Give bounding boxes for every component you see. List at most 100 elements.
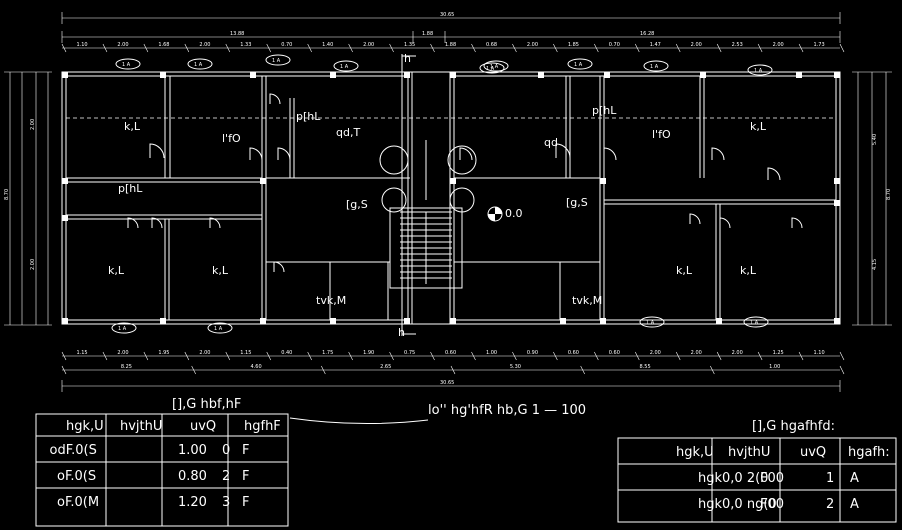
room-ifo-right: l'fO xyxy=(652,128,671,141)
room-phl-left: p[hL xyxy=(118,182,143,195)
column-13 xyxy=(260,318,266,324)
column-23 xyxy=(450,178,456,184)
top-dim-seg-4: 1.33 xyxy=(240,42,251,48)
column-22 xyxy=(260,178,266,184)
window-tag-9 xyxy=(207,322,233,334)
window-tag-label-4: 1 A xyxy=(486,66,495,72)
right-dim-a: 5.40 xyxy=(872,134,878,145)
room-kl-bottom-left2: k,L xyxy=(212,264,229,277)
bottom-dim-seg-3: 2.00 xyxy=(199,350,210,356)
bottom-dim-seg-18: 1.10 xyxy=(814,350,825,356)
doors-row-2-cell-3: F xyxy=(242,495,249,510)
bottom-dim-seg-16: 2.00 xyxy=(732,350,743,356)
column-5 xyxy=(450,72,456,78)
top-dim-seg-11: 2.00 xyxy=(527,42,538,48)
column-12 xyxy=(160,318,166,324)
room-kl-top-right: k,L xyxy=(750,120,767,133)
column-20 xyxy=(834,318,840,324)
window-tag-3 xyxy=(333,60,359,72)
doors-col-width: hvjthU xyxy=(120,419,162,434)
bottom-dim-seg-14: 2.00 xyxy=(650,350,661,356)
door-12 xyxy=(791,217,803,229)
room-tvk-left: tvk,M xyxy=(316,294,346,307)
window-tag-label-7: 1 A xyxy=(754,68,763,74)
left-dim-a: 2.00 xyxy=(30,119,36,130)
windows-row-0-cell-3: A xyxy=(850,471,859,486)
bottom-dim-seg-0: 1.15 xyxy=(76,350,87,356)
windows-row-1-cell-3: A xyxy=(850,497,859,512)
column-26 xyxy=(62,215,68,221)
window-tag-label-2: 1 A xyxy=(272,58,281,64)
top-dim-seg-1: 2.00 xyxy=(117,42,128,48)
column-18 xyxy=(600,318,606,324)
column-11 xyxy=(62,318,68,324)
structural-columns xyxy=(62,72,840,324)
bottom-dim-group-0: 8.25 xyxy=(121,364,132,370)
top-dim-seg-9: 1.88 xyxy=(445,42,456,48)
window-tag-2 xyxy=(265,54,291,66)
window-tag-label-12: 1 A xyxy=(490,64,499,70)
top-dim-1: 13.88 xyxy=(230,31,244,37)
room-ifo-left: l'fO xyxy=(222,132,241,145)
window-tag-label-3: 1 A xyxy=(340,64,349,70)
windows-col-count: uvQ xyxy=(800,445,826,460)
overall-dimension-top: 30.65 xyxy=(440,12,454,18)
windows-col-type: hgk,U xyxy=(676,445,714,460)
room-gs-left: [g,S xyxy=(346,198,368,211)
column-4 xyxy=(404,72,410,78)
drawing-title: lo'' hg'hfR hb,G 1 — 100 xyxy=(289,403,586,425)
door-3 xyxy=(127,217,139,229)
door-6 xyxy=(273,261,285,273)
room-phl-top-mid: p[hL xyxy=(296,110,321,123)
window-tag-label-1: 1 A xyxy=(194,62,203,68)
top-dim-seg-17: 2.00 xyxy=(773,42,784,48)
top-dim-seg-14: 1.47 xyxy=(650,42,661,48)
top-dim-seg-13: 0.70 xyxy=(609,42,620,48)
doors-row-0-cell-0: odF.0(S xyxy=(50,443,97,458)
column-0 xyxy=(62,72,68,78)
doors-row-1-cell-1: 0.80 xyxy=(178,469,207,484)
column-21 xyxy=(62,178,68,184)
bottom-dim-group-2: 2.65 xyxy=(380,364,391,370)
doors-row-1-cell-3: F xyxy=(242,469,249,484)
door-8 xyxy=(555,143,571,159)
top-dim-seg-12: 1.85 xyxy=(568,42,579,48)
window-tag-label-6: 1 A xyxy=(650,64,659,70)
top-dim-seg-15: 2.00 xyxy=(691,42,702,48)
overall-dimension-bottom: 30.65 xyxy=(440,380,454,386)
doors-row-0-cell-3: F xyxy=(242,443,249,458)
doors-schedule: [],G hbf,hF hgk,U hvjthU uvQ hgfhF odF.0… xyxy=(35,397,289,527)
window-tag-8 xyxy=(111,322,137,334)
windows-row-0-cell-2: 1 xyxy=(826,471,834,486)
top-dim-seg-5: 0.70 xyxy=(281,42,292,48)
bottom-dim-seg-1: 2.00 xyxy=(117,350,128,356)
bottom-dim-seg-7: 1.90 xyxy=(363,350,374,356)
left-dim-total: 8.70 xyxy=(4,189,10,200)
column-3 xyxy=(330,72,336,78)
window-tag-label-8: 1 A xyxy=(118,326,127,332)
doors-col-count: uvQ xyxy=(190,419,216,434)
window-tag-label-9: 1 A xyxy=(214,326,223,332)
bottom-dim-group-1: 4.60 xyxy=(251,364,262,370)
column-2 xyxy=(250,72,256,78)
bottom-dim-seg-9: 0.60 xyxy=(445,350,456,356)
door-2 xyxy=(277,147,291,161)
bottom-dim-group-5: 1.00 xyxy=(769,364,780,370)
right-dim-b: 4.15 xyxy=(872,259,878,270)
doors-row-0-cell-1: 1.00 xyxy=(178,443,207,458)
door-9 xyxy=(603,147,617,161)
doors-col-type: hgk,U xyxy=(66,419,104,434)
room-qd-right: qd xyxy=(544,136,558,149)
staircase xyxy=(379,140,477,289)
top-dim-seg-16: 2.53 xyxy=(732,42,743,48)
column-17 xyxy=(560,318,566,324)
outer-walls xyxy=(61,71,841,325)
bottom-dim-seg-17: 1.25 xyxy=(773,350,784,356)
section-mark-bottom: h xyxy=(398,326,405,339)
door-7 xyxy=(459,147,473,161)
column-25 xyxy=(834,178,840,184)
top-dim-seg-3: 2.00 xyxy=(199,42,210,48)
room-gs-right: [g,S xyxy=(566,196,588,209)
